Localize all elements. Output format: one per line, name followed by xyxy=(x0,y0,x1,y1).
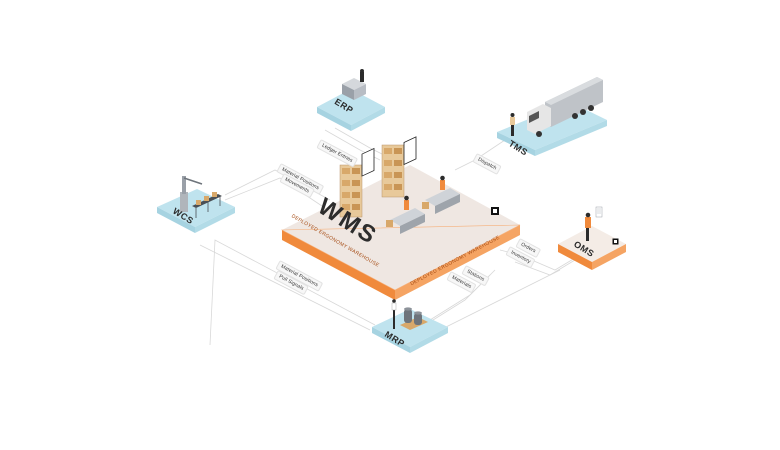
truck-illustration xyxy=(510,77,603,137)
oms-brand-icon xyxy=(612,238,619,245)
brand-logo-icon xyxy=(491,207,499,215)
oms-tile xyxy=(558,226,626,270)
erp-tile xyxy=(317,89,385,131)
warehouse-racks-illustration xyxy=(339,136,417,218)
oms-person-illustration xyxy=(585,206,603,241)
robot-arm-conveyor-illustration xyxy=(180,176,222,218)
erp-desk-illustration xyxy=(342,69,366,100)
mrp-barrels-illustration xyxy=(391,299,428,330)
workstations-illustration xyxy=(386,175,460,234)
